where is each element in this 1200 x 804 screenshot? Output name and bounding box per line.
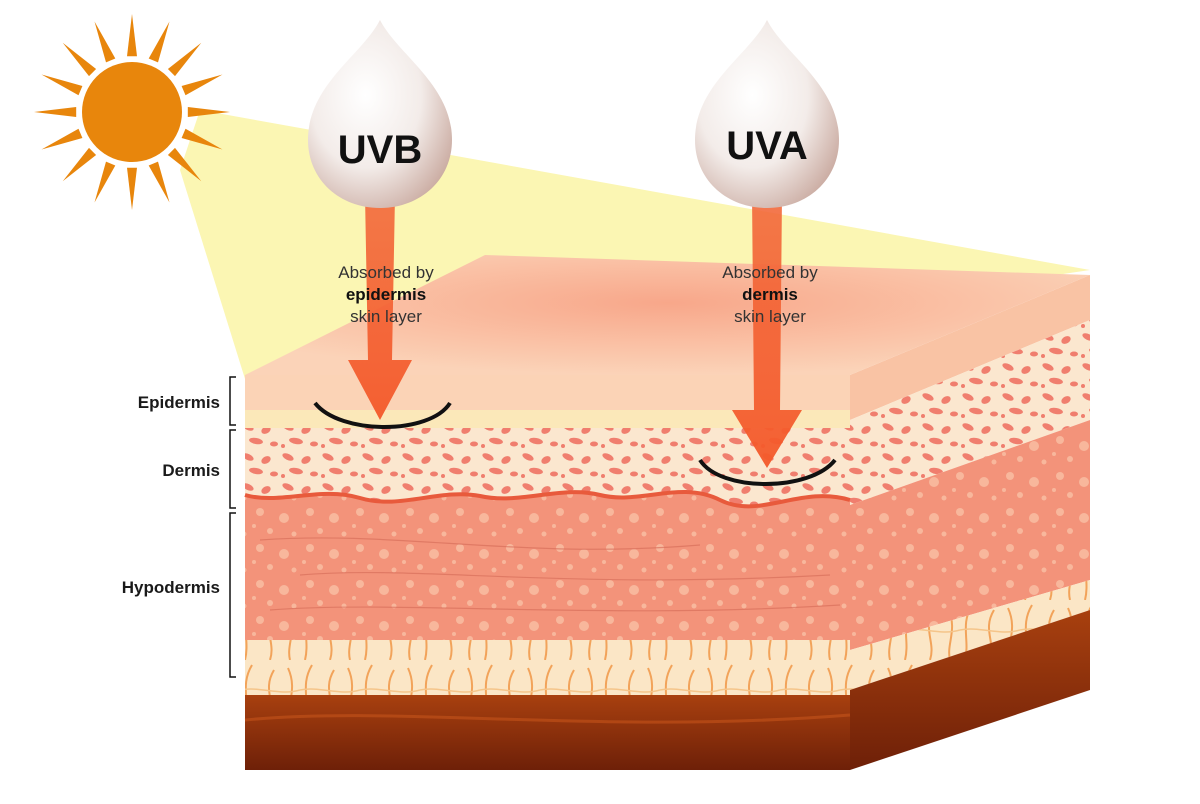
uvb-absorption-text: Absorbed by epidermis skin layer	[286, 262, 486, 328]
sun-ray	[34, 107, 77, 117]
droplet-icon	[695, 20, 839, 208]
sun-ray	[127, 14, 137, 57]
uvb-absorbed-layer: epidermis	[345, 285, 427, 304]
uva-absorption-text: Absorbed by dermis skin layer	[670, 262, 870, 328]
uvb-absorbed-suffix: skin layer	[350, 307, 422, 326]
sun-ray	[41, 74, 83, 96]
dermis-bracket	[229, 429, 236, 509]
droplet-icon	[308, 20, 452, 208]
epidermis-base	[245, 410, 850, 428]
sun-icon	[34, 14, 230, 210]
muscle-layer	[245, 695, 850, 770]
sun-ray	[94, 21, 116, 63]
sun-ray	[167, 147, 202, 182]
sun-ray	[94, 161, 116, 203]
uva-absorbed-prefix: Absorbed by	[722, 263, 818, 282]
sun-ray	[148, 161, 170, 203]
sun-ray	[41, 128, 83, 150]
dermis-label: Dermis	[162, 461, 220, 480]
sun-ray	[62, 147, 97, 182]
sun-ray	[181, 74, 223, 96]
arrow-down-icon	[348, 195, 412, 420]
uvb-label: UVB	[337, 128, 423, 172]
skin-block-side	[850, 275, 1090, 770]
hypodermis-layer	[245, 491, 850, 640]
uva-label: UVA	[726, 124, 808, 168]
sun-ray	[62, 42, 97, 77]
skin-block-front	[244, 375, 851, 770]
uva-absorbed-layer: dermis	[742, 285, 798, 304]
dermis-layer	[245, 428, 850, 507]
arrow-down-icon	[732, 195, 802, 468]
epidermis-layer	[245, 375, 850, 410]
sun-ray	[187, 107, 230, 117]
hypodermis-label: Hypodermis	[121, 578, 220, 597]
sun-ray	[181, 128, 223, 150]
uva-absorption-curve	[698, 458, 837, 486]
sun-ray	[148, 21, 170, 63]
uvb-absorbed-prefix: Absorbed by	[338, 263, 434, 282]
uva-absorbed-suffix: skin layer	[734, 307, 806, 326]
skin-surface	[245, 255, 1090, 375]
uvb-absorption-curve	[313, 401, 452, 429]
fat-tissue	[245, 640, 850, 695]
sun-ray	[167, 42, 202, 77]
epidermis-label: Epidermis	[137, 393, 220, 412]
sun-ray	[127, 167, 137, 210]
hypodermis-bracket	[229, 512, 236, 678]
layer-brackets	[229, 376, 236, 678]
epidermis-bracket	[229, 376, 236, 426]
